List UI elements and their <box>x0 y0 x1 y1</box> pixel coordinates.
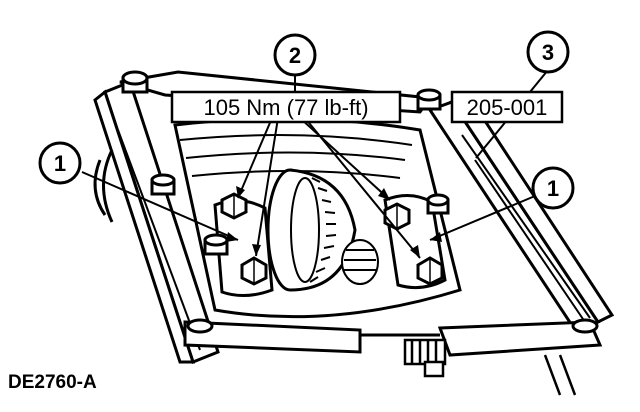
svg-text:105 Nm (77 lb-ft): 105 Nm (77 lb-ft) <box>203 95 368 120</box>
leader-lines <box>81 69 549 259</box>
svg-text:3: 3 <box>542 40 554 65</box>
adjusting-screw <box>403 338 577 396</box>
bolt-cap-right-upper <box>383 202 411 231</box>
callout-3: 3 <box>526 30 570 74</box>
pinion-gear <box>341 239 379 285</box>
differential-case <box>266 168 357 292</box>
bolt-cap-right-lower <box>416 256 444 286</box>
torque-spec-label: 105 Nm (77 lb-ft) <box>170 90 402 124</box>
svg-text:205-001: 205-001 <box>467 95 548 120</box>
svg-text:1: 1 <box>547 176 559 201</box>
arrowhead-c1-right <box>430 232 442 242</box>
fixture-bottom-bar <box>183 318 603 357</box>
callout-1-right: 1 <box>531 166 575 210</box>
svg-text:1: 1 <box>54 151 66 176</box>
fixture-bolts <box>150 88 450 256</box>
callout-1-left: 1 <box>38 141 82 185</box>
figure-id: DE2760-A <box>8 372 97 393</box>
bolt-cap-left-lower <box>240 256 268 286</box>
ring-gear-teeth <box>309 177 337 283</box>
arrowhead-c1-left <box>226 232 238 242</box>
tool-number-label: 205-001 <box>450 90 564 124</box>
fixture-right-rail <box>427 96 615 332</box>
svg-text:2: 2 <box>289 43 301 68</box>
bolt-cap-left-upper <box>220 192 248 220</box>
callout-2: 2 <box>273 33 317 77</box>
